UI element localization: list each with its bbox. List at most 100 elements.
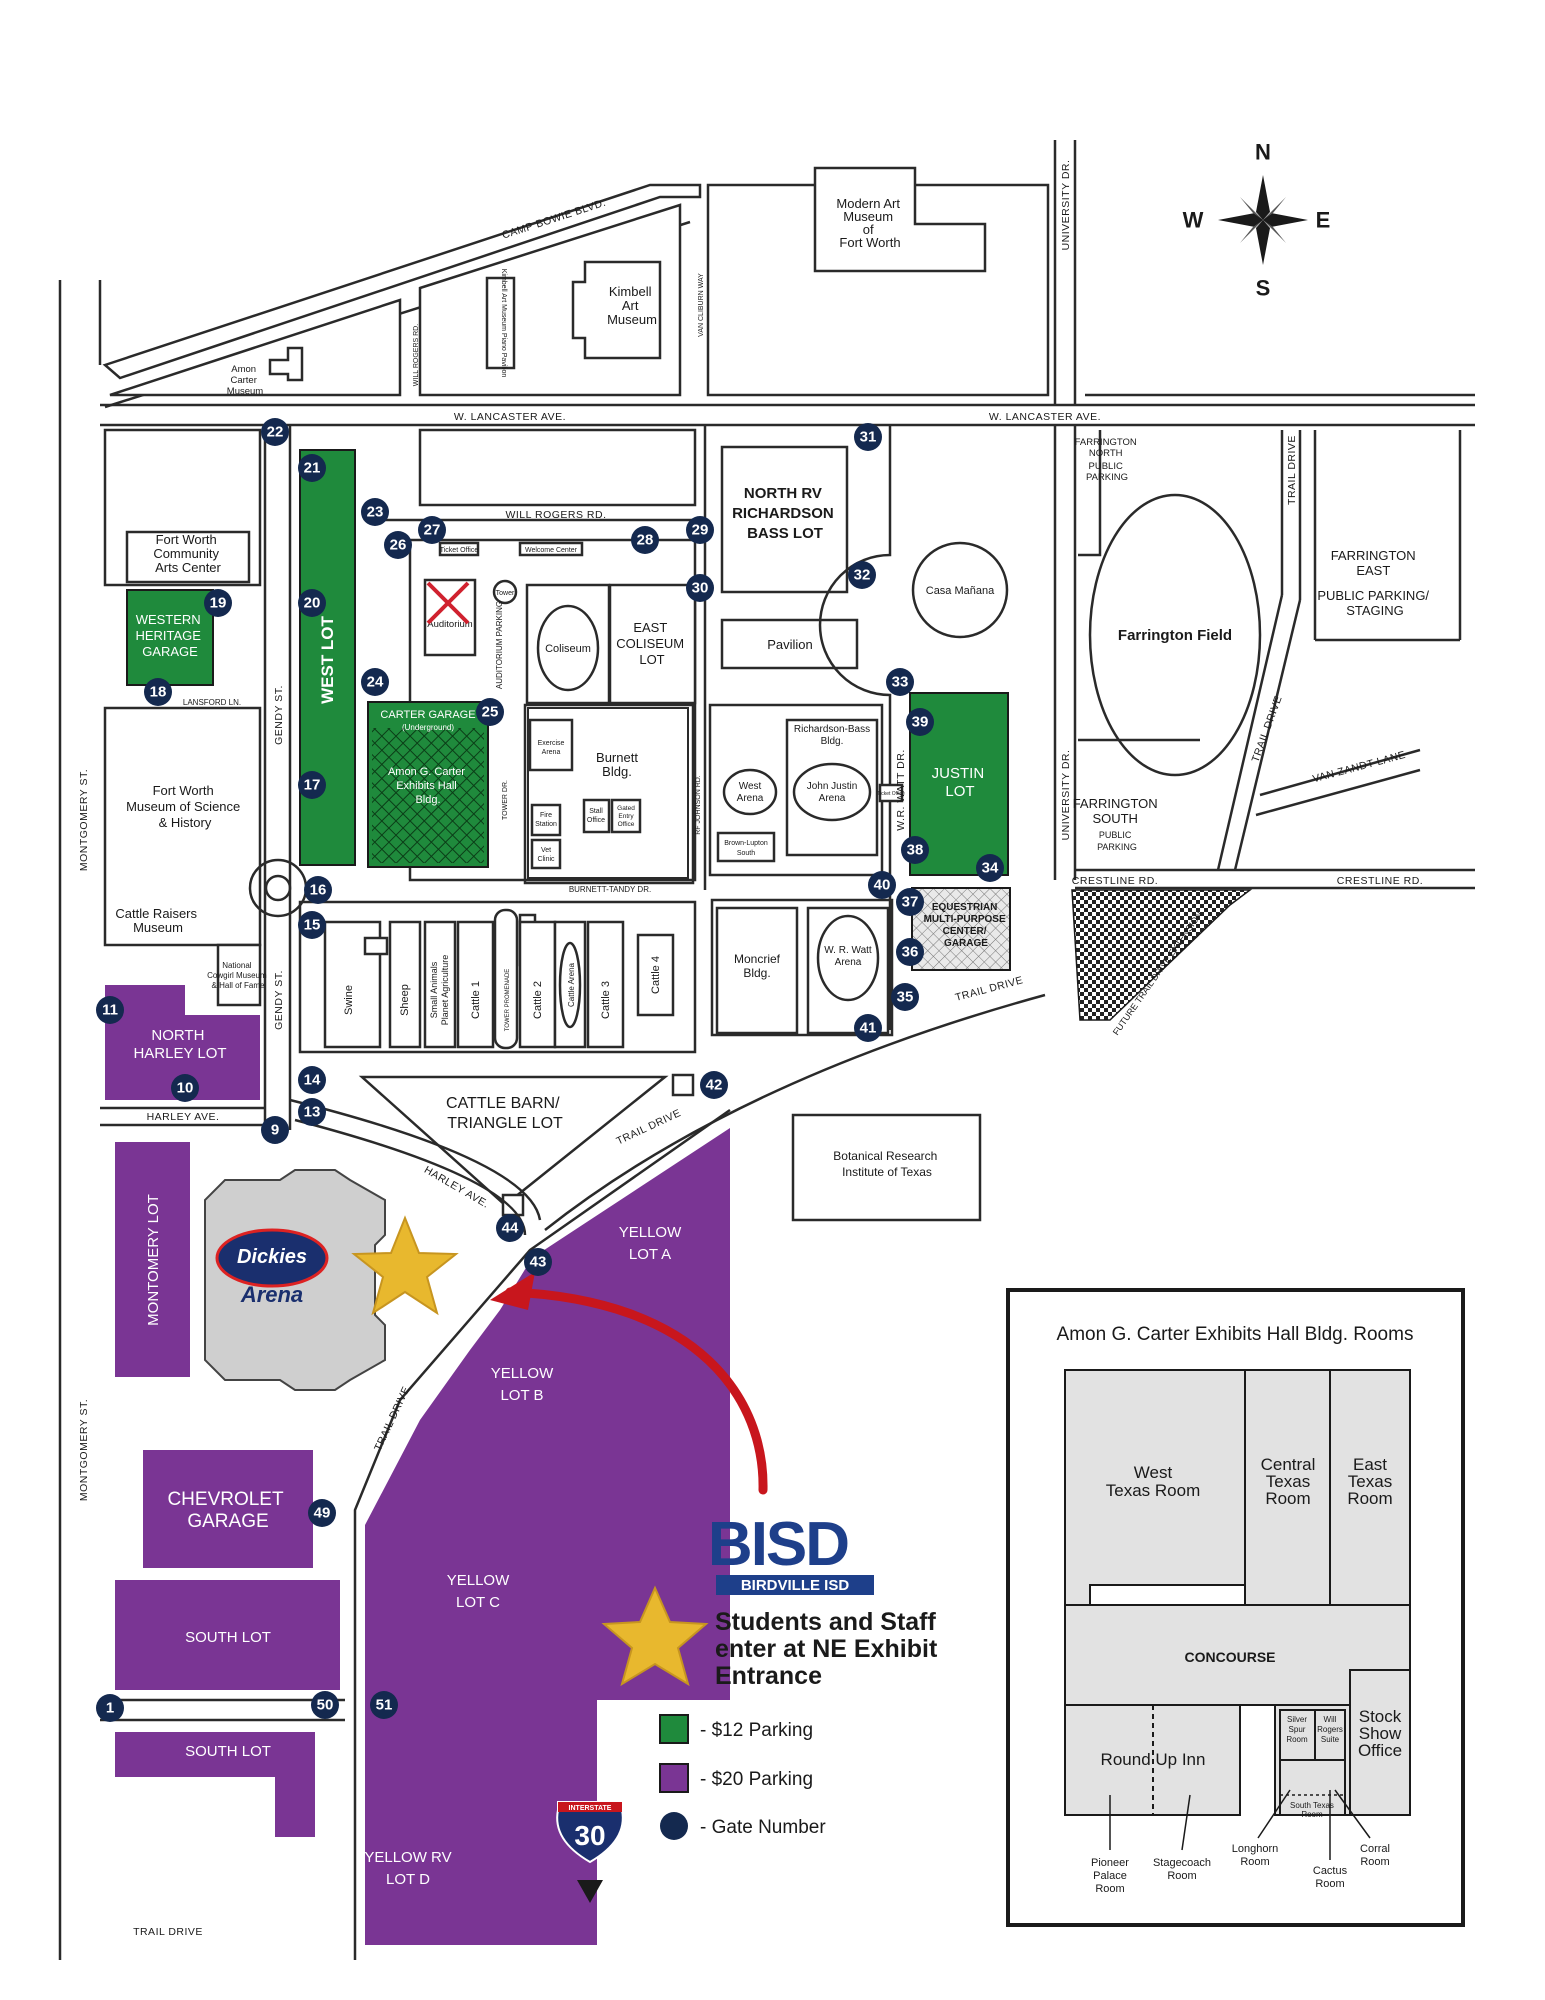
modern-art-museum-label: Modern Art Museum of Fort Worth xyxy=(836,196,903,250)
bisd-logo-sub: BIRDVILLE ISD xyxy=(741,1577,850,1594)
gate-24-marker: 24 xyxy=(361,668,389,696)
gate-number-label: 1 xyxy=(106,1700,114,1717)
auditorium-label: Auditorium xyxy=(427,619,472,630)
bisd-logo: BISD xyxy=(708,1510,848,1579)
legend-star-icon xyxy=(601,1585,709,1687)
gate-number-icon xyxy=(686,574,714,602)
gate-number-icon xyxy=(496,1214,524,1242)
botanical-institute-label: Botanical Research Institute of Texas xyxy=(833,1149,940,1179)
gate-number-icon xyxy=(298,1066,326,1094)
svg-text:Ticket Office: Ticket Office xyxy=(440,547,479,554)
gate-number-label: 44 xyxy=(502,1220,519,1237)
gate-number-label: 36 xyxy=(902,944,919,961)
west-side-blocks: Fort Worth Community Arts Center WESTERN… xyxy=(103,428,356,1100)
svg-text:W. LANCASTER AVE.: W. LANCASTER AVE. xyxy=(989,411,1101,423)
svg-text:VAN CLIBURN WAY: VAN CLIBURN WAY xyxy=(698,273,705,337)
gate-number-icon xyxy=(144,678,172,706)
svg-text:GENDY ST.: GENDY ST. xyxy=(273,685,285,745)
gate-number-label: 29 xyxy=(692,522,709,539)
svg-text:30: 30 xyxy=(574,1820,605,1851)
svg-text:LANSFORD LN.: LANSFORD LN. xyxy=(183,698,241,707)
gate-number-icon xyxy=(476,698,504,726)
gate-number-label: 43 xyxy=(530,1254,547,1271)
gate-number-label: 33 xyxy=(892,674,909,691)
gate-44-marker: 44 xyxy=(496,1214,524,1242)
svg-text:UNIVERSITY DR.: UNIVERSITY DR. xyxy=(1060,750,1072,841)
gate-25-marker: 25 xyxy=(476,698,504,726)
auditorium-parking-label: AUDITORIUM PARKING xyxy=(495,601,504,689)
south-arrow-icon xyxy=(577,1880,603,1903)
gate-number-icon xyxy=(298,1098,326,1126)
svg-text:GENDY ST.: GENDY ST. xyxy=(273,970,285,1030)
gate-number-label: 25 xyxy=(482,704,499,721)
gate-number-icon xyxy=(906,708,934,736)
svg-text:RF JOHNSON RD.: RF JOHNSON RD. xyxy=(695,775,702,835)
gate-number-label: 11 xyxy=(102,1002,118,1019)
gate-number-icon xyxy=(311,1691,339,1719)
gate-number-label: 22 xyxy=(267,424,284,441)
svg-text:TRAIL DRIVE: TRAIL DRIVE xyxy=(133,1926,203,1938)
farrington-south-label: FARRINGTON SOUTH PUBLIC PARKING xyxy=(1073,796,1162,852)
carter-garage-label: CARTER GARAGE xyxy=(380,709,475,721)
svg-text:Cattle Arena: Cattle Arena xyxy=(567,962,576,1007)
kimbell-piano-pavilion-label: Kimbell Art Museum Piano Pavilion xyxy=(500,269,507,378)
gate-number-label: 17 xyxy=(304,777,321,794)
gate-number-label: 51 xyxy=(376,1697,393,1714)
exhibits-hall-inset: Amon G. Carter Exhibits Hall Bldg. Rooms… xyxy=(1006,1288,1465,1927)
gate-number-label: 28 xyxy=(637,532,654,549)
gate-number-icon xyxy=(886,668,914,696)
notice-line-2: enter at NE Exhibit xyxy=(715,1635,938,1663)
south-lots: MONTOMERY LOT Dickies Arena CHEVROLET GA… xyxy=(100,1108,731,1960)
gate-number-label: 40 xyxy=(874,877,891,894)
svg-text:TRAIL DRIVE: TRAIL DRIVE xyxy=(1250,694,1285,764)
gate-number-icon xyxy=(896,938,924,966)
farrington-field-label: Farrington Field xyxy=(1118,627,1232,644)
gate-38-marker: 38 xyxy=(901,836,929,864)
legend-purple-swatch xyxy=(659,1763,689,1793)
svg-text:Cattle 4: Cattle 4 xyxy=(650,956,662,994)
svg-text:INTERSTATE: INTERSTATE xyxy=(569,1805,612,1812)
gate-number-label: 26 xyxy=(390,537,407,554)
entrance-star-icon xyxy=(351,1215,459,1316)
gate-number-icon xyxy=(171,1074,199,1102)
svg-text:Cattle 3: Cattle 3 xyxy=(600,981,612,1019)
gate-number-label: 24 xyxy=(367,674,384,691)
svg-text:CRESTLINE RD.: CRESTLINE RD. xyxy=(1337,875,1423,887)
gate-31-marker: 31 xyxy=(854,423,882,451)
central-blocks: Ticket Office Welcome Center Auditorium … xyxy=(365,428,700,885)
montomery-lot-label: MONTOMERY LOT xyxy=(145,1194,162,1326)
equestrian-center-label: EQUESTRIAN MULTI-PURPOSE CENTER/ GARAGE xyxy=(924,902,1009,949)
cattle-barn-triangle-label: CATTLE BARN/ TRIANGLE LOT xyxy=(446,1095,564,1132)
svg-text:Ticket Office: Ticket Office xyxy=(877,791,905,797)
gate-number-icon xyxy=(854,1014,882,1042)
gate-number-icon xyxy=(418,516,446,544)
gate-number-label: 23 xyxy=(367,504,384,521)
farrington-north-label: FARRINGTON NORTH PUBLIC PARKING xyxy=(1075,437,1140,483)
gate-number-label: 39 xyxy=(912,714,929,731)
cattle-raisers-museum-label: Cattle Raisers Museum xyxy=(115,906,200,935)
svg-text:TRAIL DRIVE: TRAIL DRIVE xyxy=(954,974,1025,1004)
gate-number-label: 37 xyxy=(902,894,919,911)
svg-text:(Underground): (Underground) xyxy=(402,723,454,732)
amon-carter-museum-label: Amon Carter Museum xyxy=(227,364,264,397)
gate-number-icon xyxy=(631,526,659,554)
gate-number-label: 18 xyxy=(150,684,167,701)
gate-21-marker: 21 xyxy=(298,454,326,482)
svg-text:TOWER PROMENADE: TOWER PROMENADE xyxy=(505,969,511,1032)
svg-text:VAN ZANDT LANE: VAN ZANDT LANE xyxy=(1311,749,1407,785)
gate-number-icon xyxy=(298,589,326,617)
svg-text:MONTGOMERY ST.: MONTGOMERY ST. xyxy=(78,769,90,871)
